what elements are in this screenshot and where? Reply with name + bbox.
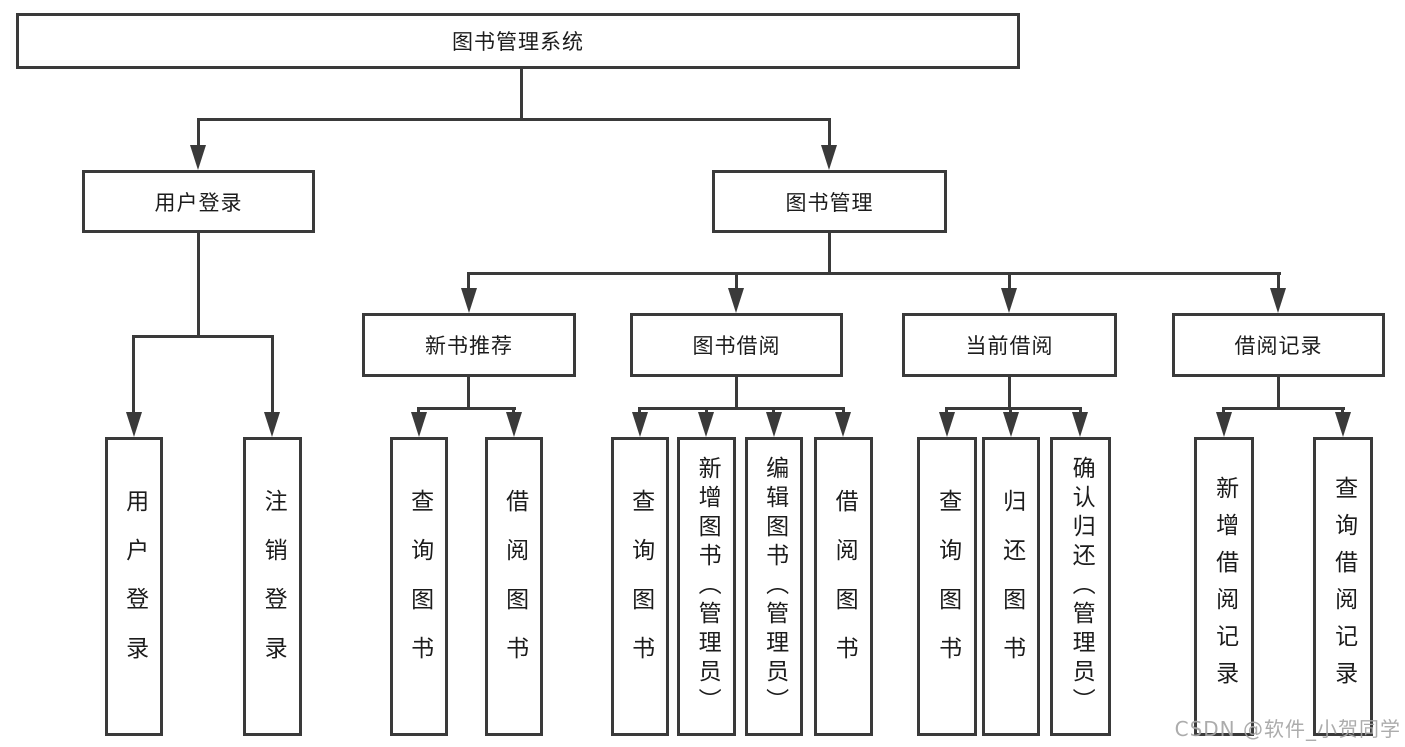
connector-line: [842, 407, 845, 415]
leaf-query-borrow-record: 查询借阅记录: [1313, 437, 1373, 736]
node-book-borrow: 图书借阅: [630, 313, 843, 377]
connector-line: [1341, 407, 1344, 415]
arrowhead-down-icon: [1335, 412, 1351, 437]
connector-line: [638, 407, 641, 415]
connector-line: [1222, 407, 1225, 415]
connector-line: [828, 233, 831, 272]
leaf-query-borrow-record-label: 查询借阅记录: [1330, 475, 1357, 698]
connector-line: [1009, 407, 1012, 415]
node-book-borrow-label: 图书借阅: [692, 334, 781, 358]
connector-line: [132, 335, 274, 338]
node-current-borrow: 当前借阅: [902, 313, 1117, 377]
arrowhead-down-icon: [1003, 412, 1019, 437]
leaf-query-books-current-label: 查询图书: [934, 488, 961, 685]
leaf-add-borrow-record-label: 新增借阅记录: [1211, 475, 1238, 698]
connector-line: [945, 407, 948, 415]
connector-line: [1277, 272, 1280, 289]
arrowhead-down-icon: [1072, 412, 1088, 437]
arrowhead-down-icon: [766, 412, 782, 437]
node-borrow-records: 借阅记录: [1172, 313, 1385, 377]
leaf-edit-books-admin-label: 编辑图书（管理员）: [761, 456, 788, 717]
connector-line: [417, 407, 516, 410]
leaf-add-books-admin-label: 新增图书（管理员）: [694, 456, 721, 717]
connector-line: [197, 118, 831, 121]
arrowhead-down-icon: [728, 288, 744, 313]
leaf-query-books-borrow-label: 查询图书: [627, 488, 654, 685]
node-borrow-records-label: 借阅记录: [1234, 334, 1323, 358]
connector-line: [705, 407, 708, 415]
connector-line: [1222, 407, 1345, 410]
leaf-user-login-label: 用户登录: [121, 488, 148, 685]
connector-line: [197, 233, 200, 335]
arrowhead-down-icon: [698, 412, 714, 437]
leaf-confirm-return-admin-label: 确认归还（管理员）: [1068, 456, 1095, 717]
arrowhead-down-icon: [411, 412, 427, 437]
connector-line: [735, 272, 738, 289]
leaf-query-books-borrow: 查询图书: [611, 437, 669, 736]
arrowhead-down-icon: [126, 412, 142, 437]
leaf-logout-label: 注销登录: [260, 488, 287, 685]
node-root: 图书管理系统: [16, 13, 1020, 69]
arrowhead-down-icon: [506, 412, 522, 437]
node-book-management-branch: 图书管理: [712, 170, 947, 233]
arrowhead-down-icon: [190, 145, 206, 170]
arrowhead-down-icon: [835, 412, 851, 437]
leaf-query-books-recommend-label: 查询图书: [406, 488, 433, 685]
connector-line: [467, 377, 470, 407]
leaf-add-books-admin: 新增图书（管理员）: [677, 437, 736, 736]
leaf-logout: 注销登录: [243, 437, 302, 736]
arrowhead-down-icon: [1001, 288, 1017, 313]
node-current-borrow-label: 当前借阅: [965, 334, 1054, 358]
arrowhead-down-icon: [939, 412, 955, 437]
connector-line: [1079, 407, 1082, 415]
connector-line: [132, 335, 135, 414]
arrowhead-down-icon: [821, 145, 837, 170]
node-user-login-branch: 用户登录: [82, 170, 315, 233]
leaf-add-borrow-record: 新增借阅记录: [1194, 437, 1254, 736]
arrowhead-down-icon: [1216, 412, 1232, 437]
arrowhead-down-icon: [632, 412, 648, 437]
arrowhead-down-icon: [1270, 288, 1286, 313]
leaf-borrow-books-recommend: 借阅图书: [485, 437, 543, 736]
node-book-management-branch-label: 图书管理: [785, 190, 874, 215]
connector-line: [638, 407, 845, 410]
leaf-borrow-books: 借阅图书: [814, 437, 873, 736]
connector-line: [945, 407, 1082, 410]
connector-line: [271, 335, 274, 414]
leaf-return-books: 归还图书: [982, 437, 1040, 736]
node-new-book-recommend: 新书推荐: [362, 313, 576, 377]
connector-line: [1008, 377, 1011, 407]
connector-line: [197, 118, 200, 148]
connector-line: [828, 118, 831, 148]
leaf-query-books-recommend: 查询图书: [390, 437, 448, 736]
leaf-edit-books-admin: 编辑图书（管理员）: [745, 437, 803, 736]
connector-line: [512, 407, 515, 415]
leaf-query-books-current: 查询图书: [917, 437, 977, 736]
connector-line: [1277, 377, 1280, 407]
leaf-return-books-label: 归还图书: [998, 488, 1025, 685]
leaf-borrow-books-recommend-label: 借阅图书: [501, 488, 528, 685]
connector-line: [467, 272, 1281, 275]
connector-line: [735, 377, 738, 407]
connector-line: [520, 69, 523, 118]
leaf-user-login: 用户登录: [105, 437, 163, 736]
arrowhead-down-icon: [461, 288, 477, 313]
connector-line: [1008, 272, 1011, 289]
connector-line: [772, 407, 775, 415]
node-root-label: 图书管理系统: [452, 30, 584, 54]
leaf-confirm-return-admin: 确认归还（管理员）: [1050, 437, 1111, 736]
leaf-borrow-books-label: 借阅图书: [831, 488, 858, 685]
connector-line: [467, 272, 470, 289]
arrowhead-down-icon: [264, 412, 280, 437]
node-user-login-branch-label: 用户登录: [154, 190, 243, 215]
connector-line: [417, 407, 420, 415]
csdn-watermark: CSDN @软件_小贺同学: [1174, 717, 1401, 741]
node-new-book-recommend-label: 新书推荐: [425, 334, 513, 358]
